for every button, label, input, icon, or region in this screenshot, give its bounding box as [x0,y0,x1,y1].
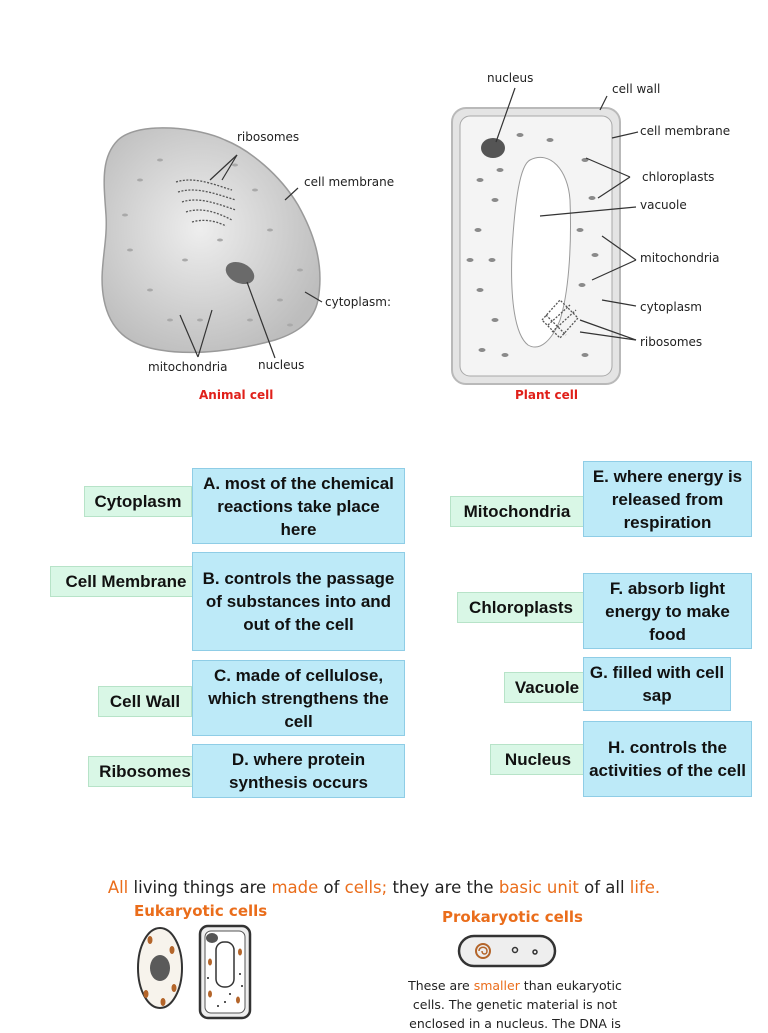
term-ribosomes[interactable]: Ribosomes [88,756,202,787]
eukaryotic-cells-illustration [137,924,252,1020]
plant-ribosome-cluster [541,299,579,339]
prokaryotic-smaller: smaller [473,978,520,993]
animal-label-ribosomes: ribosomes [237,130,300,144]
term-vacuole[interactable]: Vacuole [504,672,590,703]
plant-nucleus [481,138,505,158]
sentence-cells: cells; [344,878,388,897]
sentence-part: of all [578,878,630,897]
def-f[interactable]: F. absorb light energy to make food [583,573,752,649]
term-mitochondria[interactable]: Mitochondria [450,496,584,527]
prokaryotic-text: than eukaryotic [519,978,622,993]
plant-cell-caption: Plant cell [515,388,578,402]
sentence-part: living things are [128,878,272,897]
prokaryotic-cell-illustration [457,934,557,968]
term-nucleus[interactable]: Nucleus [490,744,586,775]
def-a[interactable]: A. most of the chemical reactions take p… [192,468,405,544]
sentence-basic-unit: basic unit [498,878,579,897]
sentence-made: made [271,878,319,897]
animal-label-mitochondria: mitochondria [148,360,228,374]
plant-label-cell-membrane: cell membrane [640,124,731,138]
sentence-part: they are the [387,878,499,897]
animal-label-cell-membrane: cell membrane [304,175,395,189]
plant-label-nucleus: nucleus [487,71,534,85]
def-c[interactable]: C. made of cellulose, which strengthens … [192,660,405,736]
term-cytoplasm[interactable]: Cytoplasm [84,486,192,517]
def-e[interactable]: E. where energy is released from respira… [583,461,752,537]
animal-cell-caption: Animal cell [199,388,274,402]
def-d[interactable]: D. where protein synthesis occurs [192,744,405,798]
def-h[interactable]: H. controls the activities of the cell [583,721,752,797]
animal-cell-body [101,127,321,354]
term-cell-wall[interactable]: Cell Wall [98,686,192,717]
plant-label-vacuole: vacuole [640,198,687,212]
animal-label-nucleus: nucleus [258,358,305,372]
prokaryotic-text: These are [408,978,474,993]
plant-label-ribosomes: ribosomes [640,335,703,349]
prokaryotic-description: These are smaller than eukaryotic cells.… [380,976,650,1033]
plant-label-chloroplasts: chloroplasts [642,170,715,184]
plant-label-mitochondria: mitochondria [640,251,720,265]
animal-cell-diagram [101,127,323,359]
prokaryotic-line-1: These are smaller than eukaryotic [380,976,650,995]
term-cell-membrane[interactable]: Cell Membrane [50,566,202,597]
term-chloroplasts[interactable]: Chloroplasts [457,592,585,623]
plant-label-cytoplasm: cytoplasm [640,300,702,314]
sentence-part: of [318,878,345,897]
plant-cell-diagram [451,87,639,385]
sentence-life: life. [629,878,661,897]
plant-label-cell-wall: cell wall [612,82,661,96]
prokaryotic-line-2: cells. The genetic material is not [412,997,618,1012]
plant-vacuole [511,157,572,348]
eukaryotic-heading: Eukaryotic cells [134,902,268,920]
def-b[interactable]: B. controls the passage of substances in… [192,552,405,651]
def-g[interactable]: G. filled with cell sap [583,657,731,711]
cells-sentence: All living things are made of cells; the… [0,878,768,897]
prokaryotic-heading: Prokaryotic cells [442,908,583,926]
animal-ribosome-cluster [175,179,237,227]
animal-label-cytoplasm: cytoplasm: [325,295,392,309]
sentence-all: All [107,878,129,897]
animal-nucleus [225,261,255,285]
